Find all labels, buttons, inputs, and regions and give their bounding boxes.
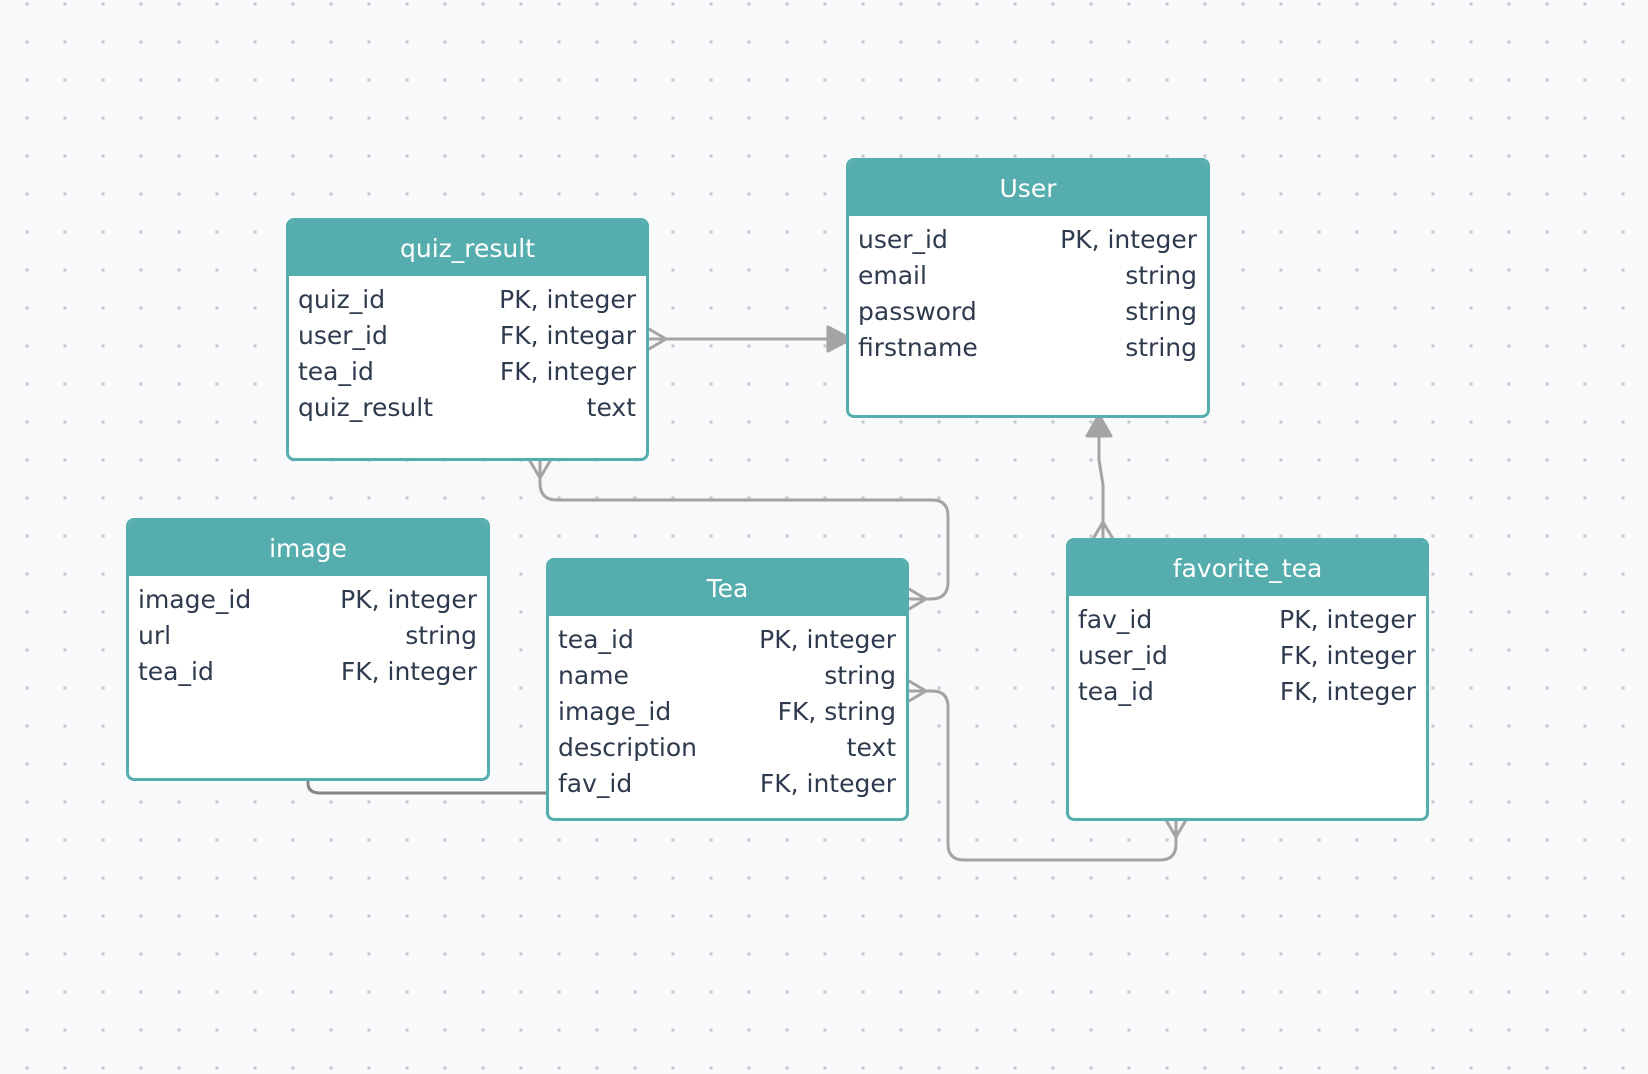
arrowhead-user [826, 325, 853, 353]
crows-foot-many-tea-top [907, 587, 928, 611]
field-name: user_id [1078, 641, 1168, 670]
entity-title: User [849, 161, 1207, 216]
field-name: quiz_result [298, 393, 434, 422]
field-type: FK, integer [1279, 641, 1416, 670]
crows-foot-many-tea-right [907, 679, 928, 703]
field-row: image_id FK, string [558, 694, 896, 730]
entity-title: image [129, 521, 487, 576]
field-row: password string [858, 294, 1197, 330]
field-list: fav_id PK, integer user_id FK, integer t… [1069, 596, 1426, 710]
field-row: fav_id PK, integer [1078, 602, 1416, 638]
field-row: image_id PK, integer [138, 582, 477, 618]
field-name: image_id [138, 585, 252, 614]
field-row: quiz_id PK, integer [298, 282, 636, 318]
field-type: PK, integer [499, 285, 636, 314]
entity-title: favorite_tea [1069, 541, 1426, 596]
entity-user[interactable]: User user_id PK, integer email string pa… [846, 158, 1210, 418]
field-type: PK, integer [1060, 225, 1197, 254]
connector-tea-to-favorite-tea[interactable] [907, 679, 1188, 862]
field-name: quiz_id [298, 285, 386, 314]
field-name: user_id [298, 321, 388, 350]
field-list: user_id PK, integer email string passwor… [849, 216, 1207, 366]
connector-favorite-tea-to-user[interactable] [1085, 413, 1115, 541]
field-row: tea_id PK, integer [558, 622, 896, 658]
field-name: description [558, 733, 698, 762]
crows-foot-many-favorite-tea-bottom [1164, 818, 1188, 839]
field-type: FK, integer [340, 657, 477, 686]
entity-image[interactable]: image image_id PK, integer url string te… [126, 518, 490, 781]
field-type: FK, integer [1279, 677, 1416, 706]
field-type: PK, integer [340, 585, 477, 614]
field-type: FK, string [777, 697, 896, 726]
field-row: name string [558, 658, 896, 694]
connector-image-to-tea[interactable] [306, 779, 550, 795]
entity-title: quiz_result [289, 221, 646, 276]
field-type: string [824, 661, 896, 690]
field-row: description text [558, 730, 896, 766]
entity-quiz-result[interactable]: quiz_result quiz_id PK, integer user_id … [286, 218, 649, 461]
field-name: tea_id [298, 357, 374, 386]
field-type: FK, integer [759, 769, 896, 798]
field-list: quiz_id PK, integer user_id FK, integar … [289, 276, 646, 426]
field-row: user_id FK, integer [1078, 638, 1416, 674]
field-row: user_id FK, integar [298, 318, 636, 354]
crows-foot-many-favorite-tea [1091, 520, 1115, 541]
field-row: tea_id FK, integer [298, 354, 636, 390]
field-name: password [858, 297, 977, 326]
field-type: string [1125, 333, 1197, 362]
crows-foot-many-quiz-result-bottom [528, 459, 552, 480]
field-type: string [405, 621, 477, 650]
field-type: text [586, 393, 636, 422]
field-type: PK, integer [1279, 605, 1416, 634]
field-row: firstname string [858, 330, 1197, 366]
field-name: email [858, 261, 927, 290]
field-row: tea_id FK, integer [1078, 674, 1416, 710]
field-name: image_id [558, 697, 672, 726]
crows-foot-many-quiz-result [647, 327, 668, 351]
field-type: FK, integer [499, 357, 636, 386]
field-type: string [1125, 261, 1197, 290]
field-type: FK, integar [499, 321, 636, 350]
field-row: email string [858, 258, 1197, 294]
field-row: quiz_result text [298, 390, 636, 426]
connector-quiz-result-to-user[interactable] [647, 325, 853, 353]
field-row: fav_id FK, integer [558, 766, 896, 802]
field-list: tea_id PK, integer name string image_id … [549, 616, 906, 802]
field-type: PK, integer [759, 625, 896, 654]
field-name: name [558, 661, 629, 690]
field-name: fav_id [558, 769, 633, 798]
field-list: image_id PK, integer url string tea_id F… [129, 576, 487, 690]
arrowhead-user-bottom [1085, 413, 1113, 438]
field-type: string [1125, 297, 1197, 326]
field-name: firstname [858, 333, 978, 362]
field-type: text [846, 733, 896, 762]
field-name: tea_id [1078, 677, 1154, 706]
field-name: user_id [858, 225, 948, 254]
field-row: tea_id FK, integer [138, 654, 477, 690]
field-row: user_id PK, integer [858, 222, 1197, 258]
field-name: fav_id [1078, 605, 1153, 634]
connector-quiz-result-to-tea[interactable] [528, 459, 950, 611]
entity-title: Tea [549, 561, 906, 616]
field-name: tea_id [138, 657, 214, 686]
field-name: url [138, 621, 172, 650]
field-row: url string [138, 618, 477, 654]
field-name: tea_id [558, 625, 634, 654]
entity-favorite-tea[interactable]: favorite_tea fav_id PK, integer user_id … [1066, 538, 1429, 821]
entity-tea[interactable]: Tea tea_id PK, integer name string image… [546, 558, 909, 821]
